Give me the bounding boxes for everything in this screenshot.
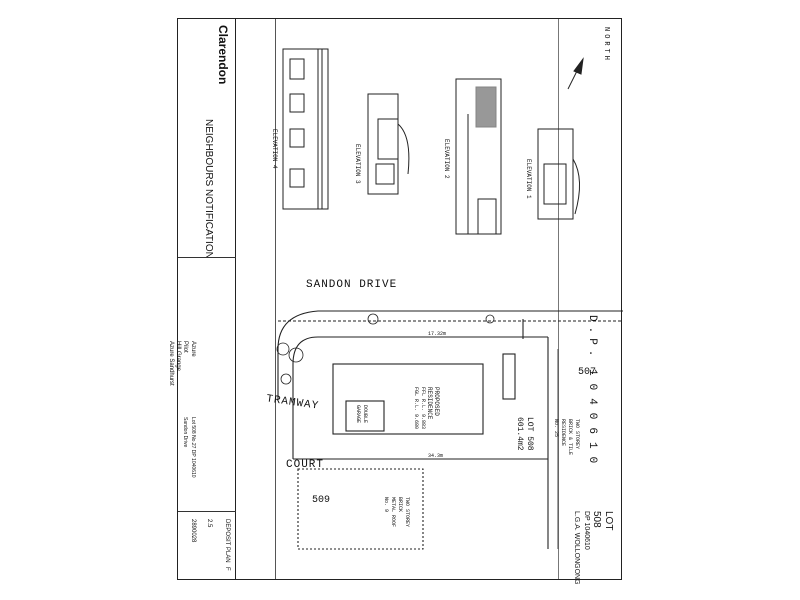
neighbour-1-line-3: RESIDENCE bbox=[560, 419, 566, 447]
elevation-1-label: ELEVATION 1 bbox=[525, 159, 532, 199]
lot-box-dp: DP 1040610 bbox=[583, 511, 590, 550]
road-name-left-2: COURT bbox=[286, 459, 325, 471]
divider bbox=[178, 511, 236, 512]
drawing-sheet: Clarendon NEIGHBOURS NOTIFICATION Azure … bbox=[168, 18, 623, 585]
margin-line bbox=[558, 19, 559, 579]
dp-number: 1040610 bbox=[586, 369, 598, 472]
site-plan-drawing bbox=[276, 48, 623, 550]
lot-box-lga: L.G.A. WOLLONGONG bbox=[573, 511, 580, 585]
elevation-4-label: ELEVATION 4 bbox=[271, 129, 278, 169]
neighbour-2-line-3: METAL ROOF bbox=[390, 497, 396, 528]
lot-box-lot: LOT bbox=[603, 511, 614, 531]
dp-prefix: D.P. bbox=[586, 315, 598, 362]
elevation-3-label: ELEVATION 3 bbox=[354, 144, 361, 184]
garage-label-1: DOUBLE bbox=[362, 405, 368, 424]
neighbour-1-line-1: TWO STOREY bbox=[574, 419, 580, 450]
residence-label-3: FFL R.L. 9.883 bbox=[420, 387, 426, 430]
neighbour-2-line-1: TWO STOREY bbox=[404, 497, 410, 528]
divider bbox=[178, 257, 236, 258]
lot-box-number: 508 bbox=[591, 511, 602, 528]
margin-line bbox=[275, 19, 276, 579]
lot-509-label: 509 bbox=[312, 495, 331, 506]
lot-area: 601.4m2 bbox=[515, 417, 524, 451]
neighbour-2-line-4: No. 9 bbox=[383, 497, 389, 513]
neighbour-2-line-2: BRICK bbox=[397, 497, 403, 513]
lot-label: LOT 508 bbox=[525, 417, 534, 451]
residence-label-2: RESIDENCE bbox=[426, 387, 433, 420]
side-dimension: 34.3m bbox=[428, 453, 444, 459]
neighbour-1-line-4: No. 25 bbox=[553, 419, 559, 438]
neighbour-1-line-2: BRICK & TILE bbox=[567, 419, 573, 456]
garage-label-2: GARAGE bbox=[355, 405, 361, 424]
facade-name: Azure Sandhurst bbox=[168, 341, 174, 386]
residence-label-4: FGL R.L. 9.680 bbox=[413, 387, 419, 430]
front-dimension: 17.32m bbox=[428, 331, 447, 337]
road-name-top: SANDON DRIVE bbox=[306, 279, 398, 291]
lot-507-label: 507 bbox=[578, 367, 597, 378]
north-label: NORTH bbox=[602, 27, 610, 64]
title-block: Clarendon NEIGHBOURS NOTIFICATION Azure … bbox=[168, 19, 236, 579]
residence-label-1: PROPOSED bbox=[433, 387, 440, 416]
elevation-2-label: ELEVATION 2 bbox=[443, 139, 450, 179]
